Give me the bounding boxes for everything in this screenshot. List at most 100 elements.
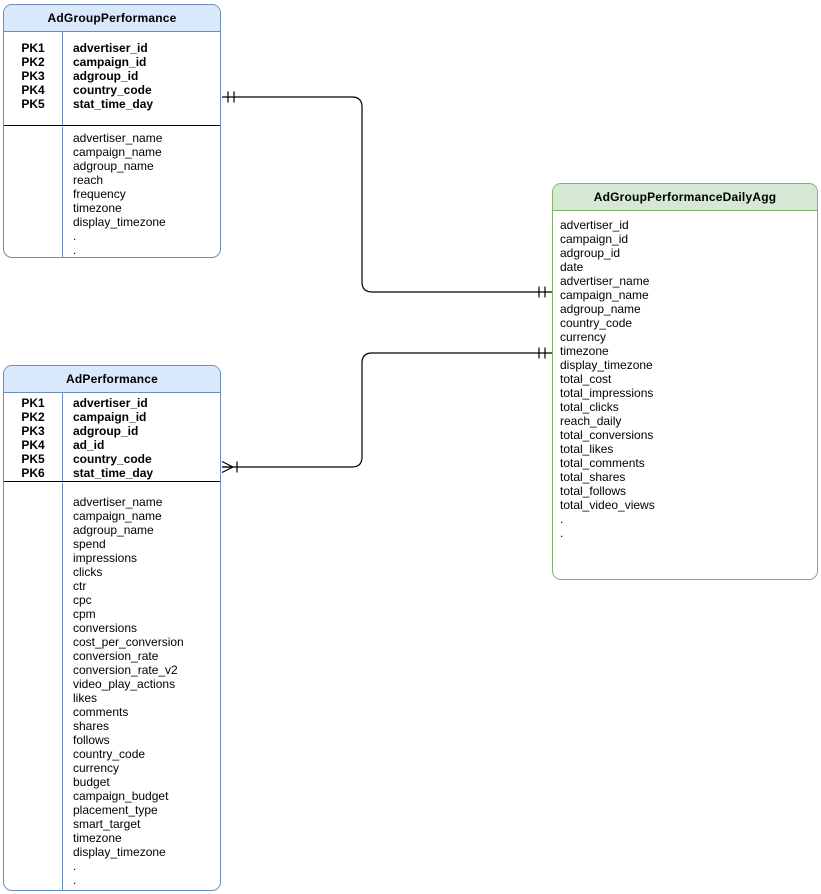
pk-field-name: advertiser_id [73, 41, 148, 55]
table-title: AdGroupPerformanceDailyAgg [553, 184, 817, 211]
field-name: campaign_name [560, 288, 649, 302]
field-name: conversions [73, 621, 138, 635]
pk-field-name: campaign_id [73, 55, 147, 69]
field-name: campaign_name [73, 145, 162, 159]
field-name: campaign_id [560, 232, 629, 246]
pk-field-name: adgroup_id [73, 424, 139, 438]
field-name: video_play_actions [73, 677, 176, 691]
field-name: . [560, 526, 564, 540]
field-name: clicks [73, 565, 103, 579]
field-name: advertiser_name [73, 131, 163, 145]
pk-label: PK1 [21, 41, 45, 55]
pk-label: PK5 [21, 97, 45, 111]
field-name: total_likes [560, 442, 614, 456]
field-name: currency [73, 761, 120, 775]
field-name: . [73, 859, 77, 873]
field-name: display_timezone [73, 215, 166, 229]
field-name: reach_daily [560, 414, 622, 428]
field-name: timezone [73, 201, 122, 215]
field-name: likes [73, 691, 98, 705]
pk-field-name: stat_time_day [73, 466, 154, 480]
field-name: budget [73, 775, 110, 789]
pk-label: PK4 [21, 83, 45, 97]
field-name: total_follows [560, 484, 627, 498]
field-name: date [560, 260, 584, 274]
field-name: total_comments [560, 456, 645, 470]
field-name: comments [73, 705, 129, 719]
field-name: total_clicks [560, 400, 619, 414]
cardinality-crowfoot-prong [221, 466, 234, 474]
pk-label: PK2 [21, 55, 45, 69]
field-name: . [73, 229, 77, 243]
field-name: placement_type [73, 803, 158, 817]
field-name: . [73, 873, 77, 887]
pk-label: PK4 [21, 438, 45, 452]
pk-label: PK6 [21, 466, 45, 480]
field-name: smart_target [73, 817, 141, 831]
pk-field-name: campaign_id [73, 410, 147, 424]
pk-label: PK3 [21, 69, 45, 83]
field-name: impressions [73, 551, 138, 565]
pk-label: PK2 [21, 410, 45, 424]
table-title: AdGroupPerformance [4, 5, 220, 32]
field-name: spend [73, 537, 106, 551]
field-name: total_cost [560, 372, 612, 386]
field-name: cpm [73, 607, 96, 621]
field-name: follows [73, 733, 110, 747]
field-name: adgroup_id [560, 246, 621, 260]
field-name: timezone [73, 831, 122, 845]
field-name: display_timezone [73, 845, 166, 859]
field-name: reach [73, 173, 104, 187]
field-name: advertiser_id [560, 218, 629, 232]
field-name: total_impressions [560, 386, 654, 400]
field-name: . [73, 243, 77, 257]
relationship-adgroupperformance-dailyagg[interactable] [222, 91, 552, 298]
field-name: timezone [560, 344, 609, 358]
field-name: total_shares [560, 470, 626, 484]
entity-table-adgroupperformancedailyagg[interactable]: AdGroupPerformanceDailyAgg advertiser_id… [552, 183, 818, 580]
field-name: country_code [560, 316, 633, 330]
field-name: cpc [73, 593, 92, 607]
pk-label: PK1 [21, 396, 45, 410]
field-name: conversion_rate [73, 649, 159, 663]
field-name: conversion_rate_v2 [73, 663, 178, 677]
attr-key-column [4, 127, 63, 257]
field-name: country_code [73, 747, 146, 761]
field-name: display_timezone [560, 358, 653, 372]
field-name: ctr [73, 579, 87, 593]
pk-field-name: country_code [73, 452, 152, 466]
field-name: adgroup_name [560, 302, 641, 316]
cardinality-crowfoot-prong [221, 460, 234, 468]
table-title: AdPerformance [4, 366, 220, 393]
field-name: advertiser_name [560, 274, 650, 288]
pk-label: PK5 [21, 452, 45, 466]
pk-field-name: adgroup_id [73, 69, 139, 83]
field-name: shares [73, 719, 110, 733]
section-divider [4, 481, 220, 483]
field-name: campaign_budget [73, 789, 169, 803]
relationship-line [222, 352, 552, 468]
relationship-adperformance-dailyagg[interactable] [221, 347, 552, 474]
field-name: total_video_views [560, 498, 655, 512]
field-name: frequency [73, 187, 126, 201]
field-name: advertiser_name [73, 495, 163, 509]
field-name: total_conversions [560, 428, 654, 442]
attr-key-column [4, 483, 63, 890]
relationship-line [222, 96, 552, 293]
field-name: cost_per_conversion [73, 635, 184, 649]
field-name: . [560, 512, 564, 526]
pk-field-name: ad_id [73, 438, 105, 452]
